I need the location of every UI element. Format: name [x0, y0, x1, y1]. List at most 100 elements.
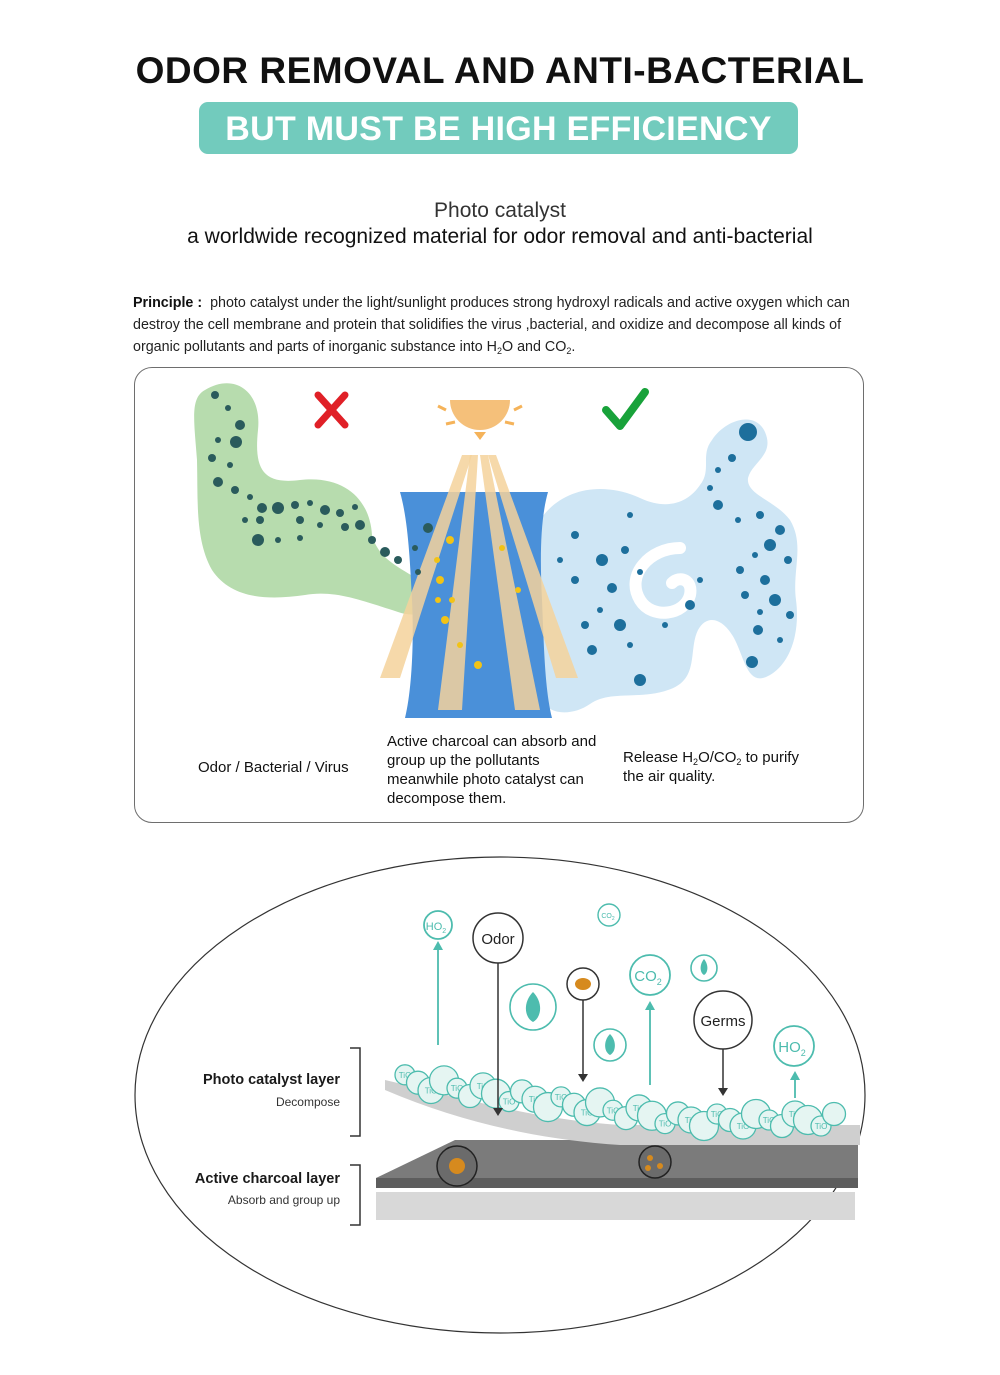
sun-icon [437, 400, 523, 440]
caption-pollutants: Odor / Bacterial / Virus [198, 759, 349, 776]
photo-catalyst-layer-title: Photo catalyst layer [203, 1072, 340, 1088]
dot [775, 525, 785, 535]
dot [423, 523, 433, 533]
clean-air-cloud [535, 419, 798, 713]
trapped-bacteria-icon [436, 1145, 478, 1187]
principle-text-2: O and CO [502, 339, 567, 355]
dot [380, 547, 390, 557]
process-panel [134, 367, 864, 823]
dot [786, 611, 794, 619]
dot [320, 505, 330, 515]
dot [352, 504, 358, 510]
check-icon [602, 388, 649, 430]
dot [336, 509, 344, 517]
dot [581, 621, 589, 629]
photo-catalyst-layer-sub: Decompose [275, 1095, 340, 1109]
dot [557, 557, 563, 563]
dot [415, 569, 421, 575]
pollutant-dots [208, 391, 433, 575]
tio-label: TiO [503, 1098, 516, 1107]
caption-release-text-2: O/CO [698, 749, 737, 766]
leaf-icon-large [509, 983, 557, 1031]
dot [753, 625, 763, 635]
pollution-cloud [194, 383, 436, 615]
dot [474, 661, 482, 669]
charcoal-layer-title: Active charcoal layer [194, 1171, 340, 1187]
co2-small-bubble [597, 903, 621, 927]
dot [634, 674, 646, 686]
dot [756, 511, 764, 519]
dot [317, 522, 323, 528]
dot [297, 535, 303, 541]
dot [215, 437, 221, 443]
caption-release-sub-1: 2 [693, 757, 699, 767]
dot [227, 462, 233, 468]
dot [436, 576, 444, 584]
dot [257, 503, 267, 513]
highlight-banner: BUT MUST BE HIGH EFFICIENCY [199, 102, 798, 154]
principle-text: photo catalyst under the light/sunlight … [133, 295, 850, 355]
trapped-odor-icon [638, 1145, 672, 1179]
leaf-icon-medium [593, 1028, 627, 1062]
decomposed-dots [434, 536, 521, 669]
dot [242, 517, 248, 523]
tio-label: TiO [581, 1109, 594, 1118]
charcoal-sheet [376, 1140, 858, 1178]
light-beam-mid-right [480, 455, 540, 710]
caption-release-sub-2: 2 [736, 757, 742, 767]
dot [231, 486, 239, 494]
odor-callout [472, 912, 524, 1116]
dot [296, 516, 304, 524]
clean-air-swirl [629, 542, 697, 619]
cross-icon [314, 391, 349, 429]
dot [235, 420, 245, 430]
dot [341, 523, 349, 531]
dot [252, 534, 264, 546]
caption-release-text-1: Release H [623, 749, 694, 766]
section-title: Photo catalyst [434, 199, 566, 222]
bracket-charcoal [350, 1164, 361, 1226]
dot [777, 637, 783, 643]
dot [736, 566, 744, 574]
dot [662, 622, 668, 628]
co2-label: CO2 [634, 968, 662, 987]
tio-label: TiO [659, 1120, 672, 1129]
dot [735, 517, 741, 523]
dot [760, 575, 770, 585]
dot [434, 557, 440, 563]
dot [707, 485, 713, 491]
tio-label: TiO [425, 1087, 438, 1096]
dot [368, 536, 376, 544]
dot [291, 501, 299, 509]
dot [715, 467, 721, 473]
tio-label: TiO [451, 1084, 464, 1093]
process-illustration [194, 383, 798, 718]
dot [571, 576, 579, 584]
dot [275, 537, 281, 543]
section-subtitle: a worldwide recognized material for odor… [187, 225, 813, 248]
dot [394, 556, 402, 564]
light-beam-mid-left [438, 455, 478, 710]
principle-sub-h2: 2 [497, 346, 503, 356]
dot [213, 477, 223, 487]
dot [607, 583, 617, 593]
dot [757, 609, 763, 615]
tio-label: TiO [607, 1106, 620, 1115]
layer-diagram: TiOTiOTiOTiOTiOTiOTiOTiOTiOTiOTiOTiOTiOT… [134, 856, 866, 1334]
dot [441, 616, 449, 624]
charcoal-layer-sub: Absorb and group up [227, 1193, 340, 1207]
dot [597, 607, 603, 613]
germs-label: Germs [701, 1013, 746, 1030]
tio-bubbles: TiOTiOTiOTiOTiOTiOTiOTiOTiOTiOTiOTiOTiOT… [394, 1064, 847, 1142]
tio-label: TiO [399, 1071, 412, 1080]
principle-sub-co2: 2 [566, 346, 572, 356]
dot [412, 545, 418, 551]
dot [621, 546, 629, 554]
dot [515, 587, 521, 593]
dot [614, 619, 626, 631]
dot [211, 391, 219, 399]
ho2-right-label: HO2 [778, 1039, 806, 1058]
dot [764, 539, 776, 551]
bracket-photo-catalyst [350, 1047, 361, 1137]
principle-paragraph: Principle : photo catalyst under the lig… [133, 292, 878, 358]
